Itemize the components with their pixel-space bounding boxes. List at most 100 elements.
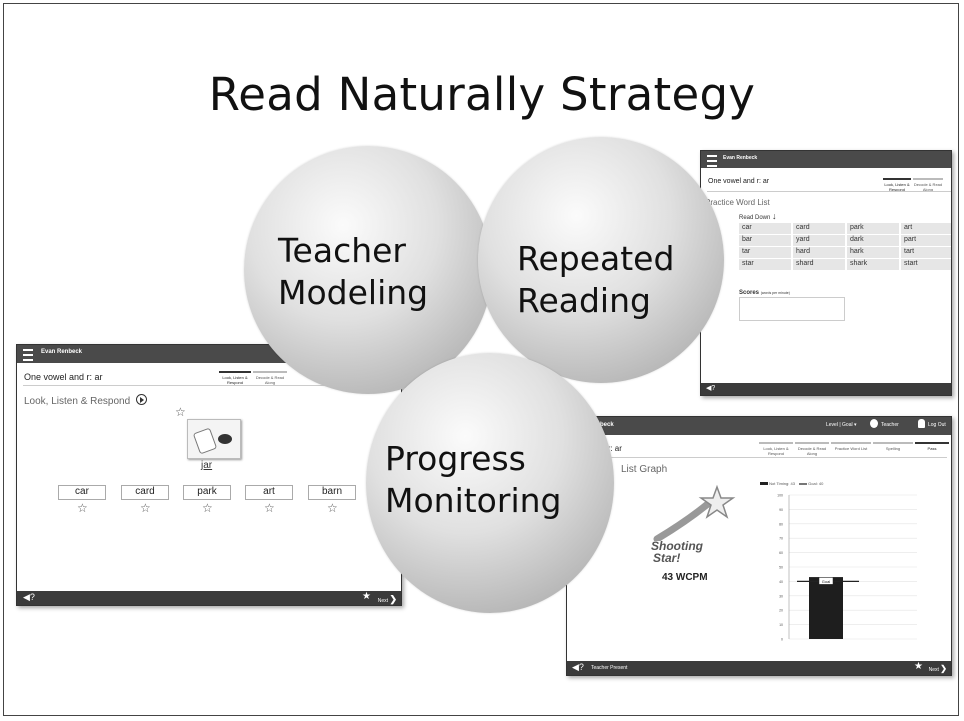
star-filled-icon: ★ [914,661,923,672]
tab-practice-word-list[interactable]: Practice Word List [831,442,871,456]
speaker-icon[interactable]: ◀? [572,662,584,672]
read-down-text: Read Down [739,215,771,221]
legend: Not Timing: 43 Goal: 40 [760,481,823,486]
word-box[interactable]: park [183,485,231,500]
y-tick-label: 100 [777,494,783,498]
chevron-right-icon: ❯ [389,594,397,604]
menu-icon[interactable] [707,155,717,167]
app-footer: ◀? ★ Next ❯ [17,591,401,605]
teacher-present-label: Teacher Present [591,665,628,671]
badge-line2: Star! [653,551,681,565]
activity-tabs: Look, Listen & Respond Decode & Read Alo… [759,442,949,456]
star-icon: ☆ [140,501,151,515]
circle-progress-monitoring [366,353,614,613]
tab-look-listen-respond[interactable]: Look, Listen & Respond [219,371,251,385]
y-tick-label: 0 [781,638,783,642]
screen-list-graph: beck Level | Goal ▾ Teacher Log Out d r:… [566,416,952,676]
logout-link[interactable]: Log Out [928,422,946,428]
repeated-reading-line1: Repeated [517,239,675,278]
word-cell[interactable]: tar [739,247,791,258]
star-icon: ☆ [264,501,275,515]
tab-decode-read-along[interactable]: Decode & Read Along [795,442,829,456]
star-icon: ☆ [202,501,213,515]
word-cell[interactable]: start [901,259,951,270]
word-cell[interactable]: star [739,259,791,270]
word-box[interactable]: car [58,485,106,500]
goal-label: Goal [822,579,831,584]
scores-label: Scores (words per minute) [739,290,790,296]
word-cell[interactable]: part [901,235,951,246]
word-cell[interactable]: dark [847,235,899,246]
section-title: Look, Listen & Respond [24,393,147,407]
next-label: Next [377,598,389,604]
word-box[interactable]: barn [308,485,356,500]
app-footer: ◀? [701,383,951,395]
scores-sub: (words per minute) [760,291,790,295]
tab-pass[interactable]: Pass [915,442,949,456]
legend-goal: Goal: 40 [808,481,824,486]
shooting-star-badge: Shooting Star! [647,481,737,581]
y-tick-label: 50 [779,566,783,570]
next-button[interactable]: Next ❯ [378,594,397,605]
teacher-link[interactable]: Teacher [881,422,899,428]
legend-swatch-goal [799,483,808,485]
story-title: One vowel and r: ar [24,372,103,382]
picture-word[interactable]: jar [201,460,213,471]
progress-monitoring-line2: Monitoring [385,481,562,520]
star-icon: ☆ [175,405,186,419]
y-tick-label: 40 [779,580,783,584]
activity-tabs: Look, Listen & Respond Decode & Read Alo… [883,178,943,192]
tab-decode-read-along[interactable]: Decode & Read Along [913,178,943,192]
y-tick-label: 20 [779,609,783,613]
jar-icon [192,427,218,455]
shooting-star-icon [653,484,736,543]
star-icon: ☆ [327,501,338,515]
badge-line1: Shooting [651,539,703,553]
tab-decode-read-along[interactable]: Decode & Read Along [253,371,287,385]
word-cell[interactable]: card [793,223,845,234]
apple-icon [870,419,878,428]
play-icon[interactable] [135,394,147,405]
divider [23,385,395,386]
word-cell[interactable]: tart [901,247,951,258]
chevron-right-icon: ❯ [940,664,947,673]
next-button[interactable]: Next ❯ [929,664,947,673]
story-title: One vowel and r: ar [708,178,770,185]
user-icon [918,419,925,428]
word-cell[interactable]: art [901,223,951,234]
level-goal-menu[interactable]: Level | Goal ▾ [826,422,857,428]
word-cell[interactable]: bar [739,235,791,246]
speaker-icon[interactable]: ◀? [23,592,35,602]
word-cell[interactable]: shark [847,259,899,270]
app-footer: ◀? Teacher Present ★ Next ❯ [567,661,951,675]
word-cell[interactable]: park [847,223,899,234]
word-cell[interactable]: hark [847,247,899,258]
read-down-label: Read Down ↓ [739,211,777,221]
word-cell[interactable]: shard [793,259,845,270]
word-box[interactable]: card [121,485,169,500]
repeated-reading-label: Repeated Reading [517,238,674,322]
user-name: Evan Renbeck [723,155,758,161]
y-tick-label: 30 [779,594,783,598]
jar-picture[interactable] [187,419,241,459]
repeated-reading-line2: Reading [517,281,651,320]
menu-icon[interactable] [23,349,33,361]
word-box[interactable]: art [245,485,293,500]
arrow-down-icon: ↓ [772,211,777,221]
divider [601,457,947,458]
tab-look-listen-respond[interactable]: Look, Listen & Respond [883,178,911,192]
teacher-modeling-label: Teacher Modeling [278,230,428,314]
circle-repeated-reading [478,137,724,383]
star-icon: ☆ [77,501,88,515]
word-cell[interactable]: hard [793,247,845,258]
y-tick-label: 80 [779,522,783,526]
speaker-icon[interactable]: ◀? [706,385,716,392]
app-header: beck Level | Goal ▾ Teacher Log Out [567,417,951,435]
section-title: Practice Word List [705,198,770,207]
word-cell[interactable]: car [739,223,791,234]
tab-look-listen-respond[interactable]: Look, Listen & Respond [759,442,793,456]
word-cell[interactable]: yard [793,235,845,246]
scores-text: Scores [739,290,760,296]
tab-spelling[interactable]: Spelling [873,442,913,456]
y-tick-label: 70 [779,537,783,541]
